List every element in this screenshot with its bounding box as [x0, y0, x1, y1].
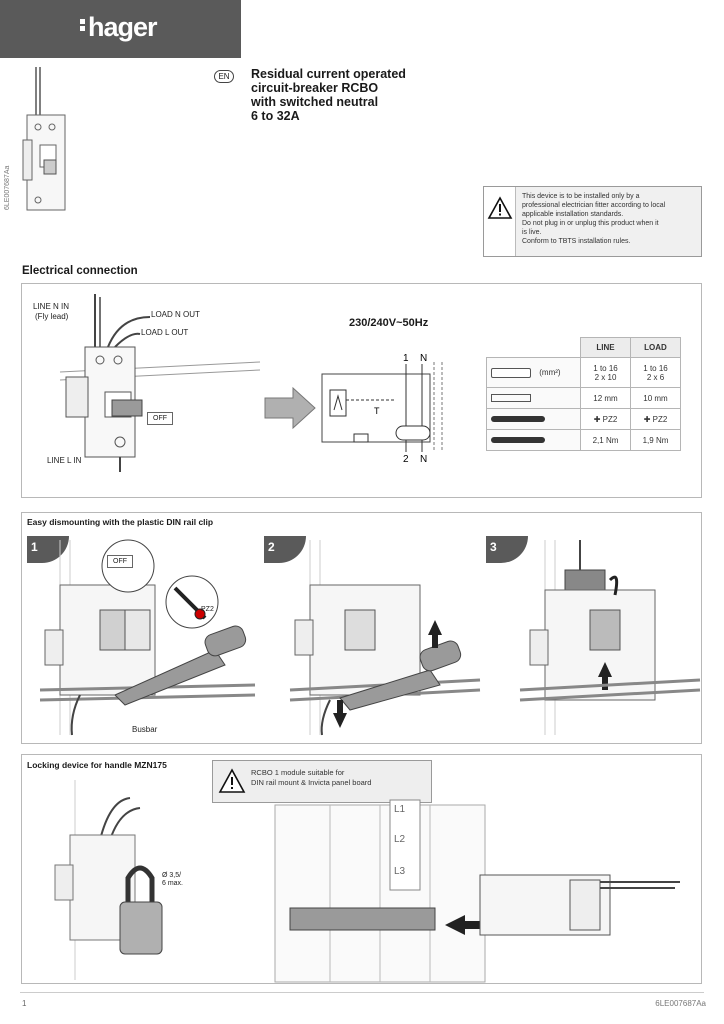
schematic-label: N	[420, 454, 427, 465]
padlock-spec-line: 6 max.	[162, 880, 184, 887]
step-3-illustration	[519, 540, 701, 735]
table-corner	[486, 337, 581, 358]
warning-line: DIN rail mount & Invicta panel board	[251, 778, 372, 787]
title-line: 6 to 32A	[251, 109, 300, 123]
warning-line: is live.	[522, 229, 542, 236]
module-warning-text: RCBO 1 module suitable for DIN rail moun…	[251, 768, 371, 788]
value: PZ2	[652, 414, 668, 424]
step-badge-1: 1	[27, 536, 69, 563]
dismounting-title: Easy dismounting with the plastic DIN ra…	[27, 517, 214, 527]
phase-label-l3: L3	[394, 866, 406, 877]
label-fly-lead: (Fly lead)	[35, 312, 69, 321]
voltage-spec: 230/240V~50Hz	[349, 317, 429, 329]
tool-cell	[486, 408, 581, 430]
step-2-illustration	[289, 540, 481, 736]
unit-label: (mm²)	[539, 367, 561, 377]
load-value-cell: 10 mm	[630, 387, 681, 409]
doc-code-vertical: 6LE007687Aa	[4, 165, 11, 210]
wiring-schematic: 1 N 2 N T	[321, 353, 443, 465]
phase-label-l2: L2	[394, 834, 406, 845]
off-tag: OFF	[147, 412, 173, 425]
warning-line: applicable installation standards.	[522, 211, 624, 218]
test-button-label: T	[374, 406, 380, 416]
table-row: ✚ PZ2 ✚ PZ2	[486, 408, 681, 430]
busbar-label: Busbar	[132, 725, 158, 734]
rcbo-device-illustration	[59, 294, 261, 472]
value: 1 to 16	[643, 363, 668, 373]
table-header-load: LOAD	[630, 337, 681, 358]
schematic-label: 2	[403, 454, 409, 465]
panel-board-illustration	[274, 799, 680, 983]
value: 2 x 10	[594, 372, 617, 382]
padlock-illustration	[54, 780, 163, 980]
line-value-cell: 2,1 Nm	[580, 429, 631, 451]
pz-label: PZ2	[201, 606, 214, 613]
torque-icon	[491, 437, 545, 444]
warning-triangle-icon	[218, 768, 246, 793]
line-value-cell: ✚ PZ2	[580, 408, 631, 430]
warning-line: Do not plug in or unplug this product wh…	[522, 220, 659, 227]
screwdriver-icon	[491, 416, 545, 423]
module-warning: RCBO 1 module suitable for DIN rail moun…	[212, 760, 432, 803]
title-line: with switched neutral	[251, 95, 379, 109]
warning-line: This device is to be installed only by a	[522, 193, 640, 200]
warning-line: RCBO 1 module suitable for	[251, 768, 345, 777]
strip-length-icon	[491, 394, 531, 403]
electrical-connection-title: Electrical connection	[22, 265, 138, 277]
label-line-n-in: LINE N IN	[33, 302, 70, 311]
footer-doc-code: 6LE007687Aa	[655, 999, 706, 1008]
tool-cell: (mm²)	[486, 357, 581, 388]
label-load-n-out: LOAD N OUT	[151, 310, 200, 319]
schematic-label: N	[420, 353, 427, 364]
load-value-cell: 1,9 Nm	[630, 429, 681, 451]
line-value-cell: 12 mm	[580, 387, 631, 409]
title-line: circuit-breaker RCBO	[251, 81, 379, 95]
label-load-l-out: LOAD L OUT	[141, 328, 189, 337]
table-header-line: LINE	[580, 337, 631, 358]
value: 2 x 6	[646, 372, 665, 382]
language-badge: EN	[214, 70, 234, 83]
pozidriv-icon: ✚	[593, 414, 603, 424]
title-line: Residual current operated	[251, 67, 406, 81]
footer-divider	[20, 992, 704, 993]
schematic-label: 1	[403, 353, 409, 364]
tool-cell	[486, 387, 581, 409]
value: 1 to 16	[593, 363, 618, 373]
padlock-spec-line: Ø 3,5/	[162, 872, 182, 879]
load-value-cell: ✚ PZ2	[630, 408, 681, 430]
product-thumbnail	[22, 67, 66, 211]
table-row: 2,1 Nm 1,9 Nm	[486, 429, 681, 451]
header-band	[0, 0, 241, 58]
warning-text: This device is to be installed only by a…	[522, 192, 698, 246]
installation-warning: This device is to be installed only by a…	[483, 186, 702, 257]
value: PZ2	[602, 414, 618, 424]
phase-label-l1: L1	[394, 804, 406, 815]
hager-logo: hager	[80, 12, 158, 43]
locking-title: Locking device for handle MZN175	[27, 760, 167, 770]
arrow-right-icon	[264, 386, 316, 430]
page-number: 1	[22, 999, 27, 1008]
brand-name: hager	[88, 12, 158, 42]
warning-icon-cell	[484, 187, 516, 256]
warning-line: professional electrician fitter accordin…	[522, 202, 666, 209]
warning-line: Conform to TBTS installation rules.	[522, 238, 631, 245]
tool-cell	[486, 429, 581, 451]
warning-triangle-icon	[487, 196, 513, 219]
step-1-illustration	[39, 539, 256, 736]
cable-section-icon	[491, 367, 531, 378]
logo-dots-icon	[80, 17, 86, 33]
label-line-l-in: LINE L IN	[47, 456, 82, 465]
product-title: Residual current operated circuit-breake…	[251, 67, 406, 123]
off-tag: OFF	[107, 555, 133, 568]
pozidriv-icon: ✚	[643, 414, 653, 424]
table-row: 12 mm 10 mm	[486, 387, 681, 409]
